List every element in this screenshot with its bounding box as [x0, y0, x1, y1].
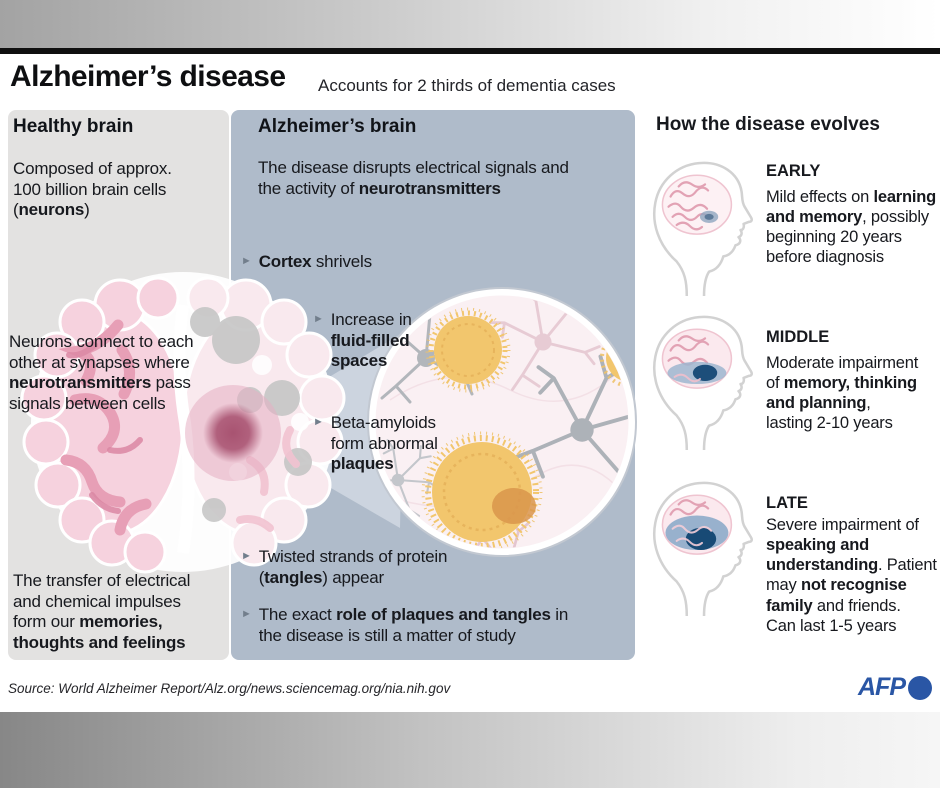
- healthy-para-impulses: The transfer of electrical and chemical …: [13, 571, 191, 653]
- stage-text-middle: Moderate impairment of memory, thinking …: [766, 354, 919, 433]
- stage-text-late: Severe impairment of speaking and unders…: [766, 516, 937, 635]
- bullet-arrow-icon: ►: [313, 416, 324, 428]
- bullet-tangles: ► Twisted strands of protein (tangles) a…: [241, 547, 448, 587]
- bullet-arrow-icon: ►: [241, 550, 252, 562]
- bullet-fluid-spaces: ► Increase in fluid-filled spaces: [313, 310, 412, 371]
- bullet-arrow-icon: ►: [241, 255, 252, 267]
- afp-logo-text: AFP: [858, 673, 906, 701]
- page-subtitle: Accounts for 2 thirds of dementia cases: [318, 76, 616, 95]
- source-credit: Source: World Alzheimer Report/Alz.org/n…: [8, 681, 451, 696]
- alzheimers-intro: The disease disrupts electrical signals …: [258, 158, 569, 198]
- head-profile-late: [653, 481, 753, 616]
- top-letterbox: [0, 0, 940, 48]
- stage-label-late: LATE: [766, 494, 808, 512]
- stage-label-middle: MIDDLE: [766, 328, 830, 346]
- healthy-para-synapses: Neurons connect to each other at synapse…: [9, 332, 194, 414]
- bullet-role-of-plaques: ► The exact role of plaques and tangles …: [241, 605, 569, 645]
- page-title: Alzheimer’s disease: [10, 60, 286, 93]
- healthy-brain-heading: Healthy brain: [13, 116, 134, 137]
- head-profile-middle: [653, 315, 753, 450]
- title-rule: [0, 48, 940, 54]
- stage-text-early: Mild effects on learning and memory, pos…: [766, 188, 937, 267]
- afp-logo: AFP: [858, 673, 932, 702]
- bullet-arrow-icon: ►: [313, 313, 324, 325]
- bullet-arrow-icon: ►: [241, 608, 252, 620]
- bullet-plaques: ► Beta-amyloids form abnormal plaques: [313, 413, 438, 474]
- afp-logo-dot: [908, 675, 932, 700]
- head-profile-early: [653, 161, 753, 296]
- alzheimers-brain-heading: Alzheimer’s brain: [258, 116, 417, 137]
- evolution-heading: How the disease evolves: [656, 114, 880, 135]
- stage-label-early: EARLY: [766, 162, 821, 180]
- bullet-cortex: ► Cortex shrivels: [241, 252, 372, 271]
- healthy-para-neurons: Composed of approx. 100 billion brain ce…: [13, 159, 172, 220]
- bottom-letterbox: [0, 712, 940, 788]
